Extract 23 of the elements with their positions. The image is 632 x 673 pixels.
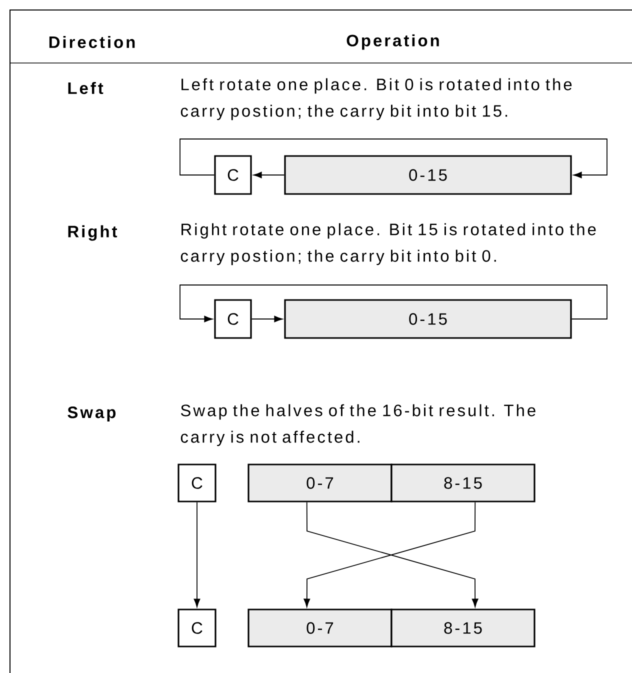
arrow (194, 502, 200, 608)
column-header: Direction (49, 36, 135, 48)
register-box: 0-7 (248, 464, 392, 502)
register-box: 8-15 (390, 464, 536, 502)
description-text: Right rotate one place. Bit 15 is rotated into the carry postion; the carry bit into bit 0. (180, 223, 596, 266)
row-label: Swap (68, 406, 116, 422)
register-box: 0-7 (248, 608, 392, 648)
carry-box: C (214, 155, 252, 195)
arrow (251, 316, 283, 322)
row-label: Right (68, 225, 118, 241)
column-header: Operation (346, 34, 439, 50)
register-box: 8-15 (390, 608, 536, 648)
description-text: Left rotate one place. Bit 0 is rotated into the carry postion; the carry bit into bit 15. (180, 78, 572, 120)
carry-box: C (214, 299, 252, 339)
arrow (180, 284, 608, 322)
description-text: Swap the halves of the 16-bit result. The carry is not affected. (180, 404, 536, 446)
register-box: 0-15 (284, 155, 572, 195)
arrow (180, 138, 608, 178)
register-box: 0-15 (284, 299, 572, 339)
row-label: Left (68, 82, 104, 94)
carry-box: C (178, 464, 216, 502)
carry-box: C (178, 608, 216, 648)
arrow (253, 172, 285, 178)
